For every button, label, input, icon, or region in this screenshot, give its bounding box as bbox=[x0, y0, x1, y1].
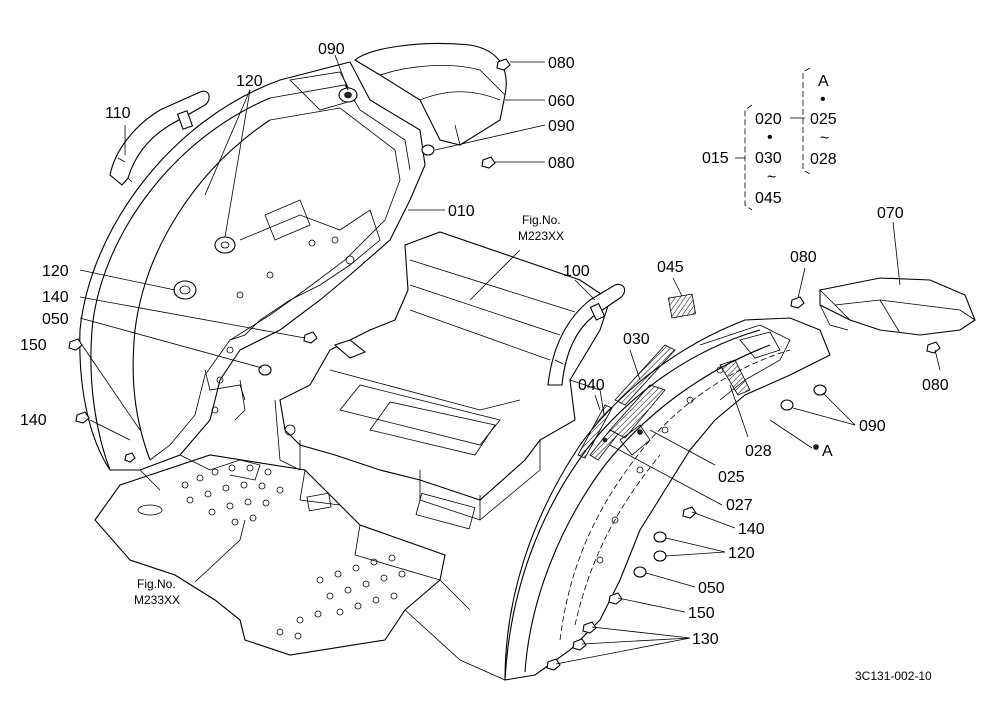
legend-tilde-2: ~ bbox=[820, 130, 829, 147]
grab-handle-110 bbox=[109, 90, 210, 186]
label-050-left: 050 bbox=[42, 311, 69, 328]
label-080-second: 080 bbox=[548, 155, 575, 172]
fasteners bbox=[68, 58, 941, 671]
ref-a-on-part: A bbox=[822, 443, 833, 460]
legend-dot-1: • bbox=[767, 129, 773, 146]
figno-value-bottom: M233XX bbox=[134, 593, 180, 607]
label-150-right: 150 bbox=[688, 605, 715, 622]
label-080-top: 080 bbox=[548, 55, 575, 72]
decal-030 bbox=[614, 344, 676, 406]
label-060: 060 bbox=[548, 93, 575, 110]
label-027: 027 bbox=[726, 497, 753, 514]
grab-handle-100 bbox=[547, 283, 626, 386]
floor-plate bbox=[94, 454, 446, 656]
label-090-top: 090 bbox=[318, 41, 345, 58]
figno-label-top: Fig.No. bbox=[522, 213, 561, 227]
decal-040 bbox=[577, 404, 613, 459]
part-labels: 090 080 120 060 110 090 080 010 120 140 … bbox=[20, 41, 949, 648]
label-030: 030 bbox=[623, 331, 650, 348]
legend-045: 045 bbox=[755, 190, 782, 207]
label-120-top: 120 bbox=[236, 73, 263, 90]
legend-025: 025 bbox=[810, 111, 837, 128]
label-080-right-bottom: 080 bbox=[922, 377, 949, 394]
diagram-code: 3C131-002-10 bbox=[855, 669, 932, 683]
decal-045 bbox=[667, 293, 697, 319]
label-025: 025 bbox=[718, 469, 745, 486]
kit-legend: 015 020 • 030 ~ 045 A • 025 ~ 028 bbox=[702, 67, 837, 211]
legend-dot-2: • bbox=[820, 91, 826, 108]
label-120-left: 120 bbox=[42, 263, 69, 280]
rear-cover-060 bbox=[354, 42, 507, 146]
label-080-right-top: 080 bbox=[790, 249, 817, 266]
label-050-right: 050 bbox=[698, 580, 725, 597]
label-150-left: 150 bbox=[20, 337, 47, 354]
figno-value-top: M223XX bbox=[518, 229, 564, 243]
center-frame bbox=[274, 231, 611, 530]
legend-tilde-1: ~ bbox=[767, 169, 776, 186]
label-028: 028 bbox=[745, 443, 772, 460]
label-100: 100 bbox=[563, 263, 590, 280]
label-110: 110 bbox=[105, 105, 131, 122]
label-070: 070 bbox=[877, 205, 904, 222]
label-140-left: 140 bbox=[42, 289, 69, 306]
label-045: 045 bbox=[657, 259, 684, 276]
legend-ref-a: A bbox=[818, 73, 829, 90]
legend-015: 015 bbox=[702, 150, 729, 167]
rear-cover-070 bbox=[819, 277, 976, 336]
legend-030: 030 bbox=[755, 150, 782, 167]
label-140-right: 140 bbox=[738, 521, 765, 538]
label-140-bottom-left: 140 bbox=[20, 412, 47, 429]
figno-label-bottom: Fig.No. bbox=[137, 577, 176, 591]
leader-lines bbox=[79, 54, 941, 681]
label-090-second: 090 bbox=[548, 118, 575, 135]
floor-holes bbox=[181, 464, 406, 640]
legend-020: 020 bbox=[755, 111, 782, 128]
legend-028: 028 bbox=[810, 151, 837, 168]
label-090-right: 090 bbox=[859, 418, 886, 435]
label-120-right: 120 bbox=[728, 545, 755, 562]
label-130: 130 bbox=[692, 631, 719, 648]
label-010: 010 bbox=[448, 203, 475, 220]
label-040: 040 bbox=[578, 377, 605, 394]
